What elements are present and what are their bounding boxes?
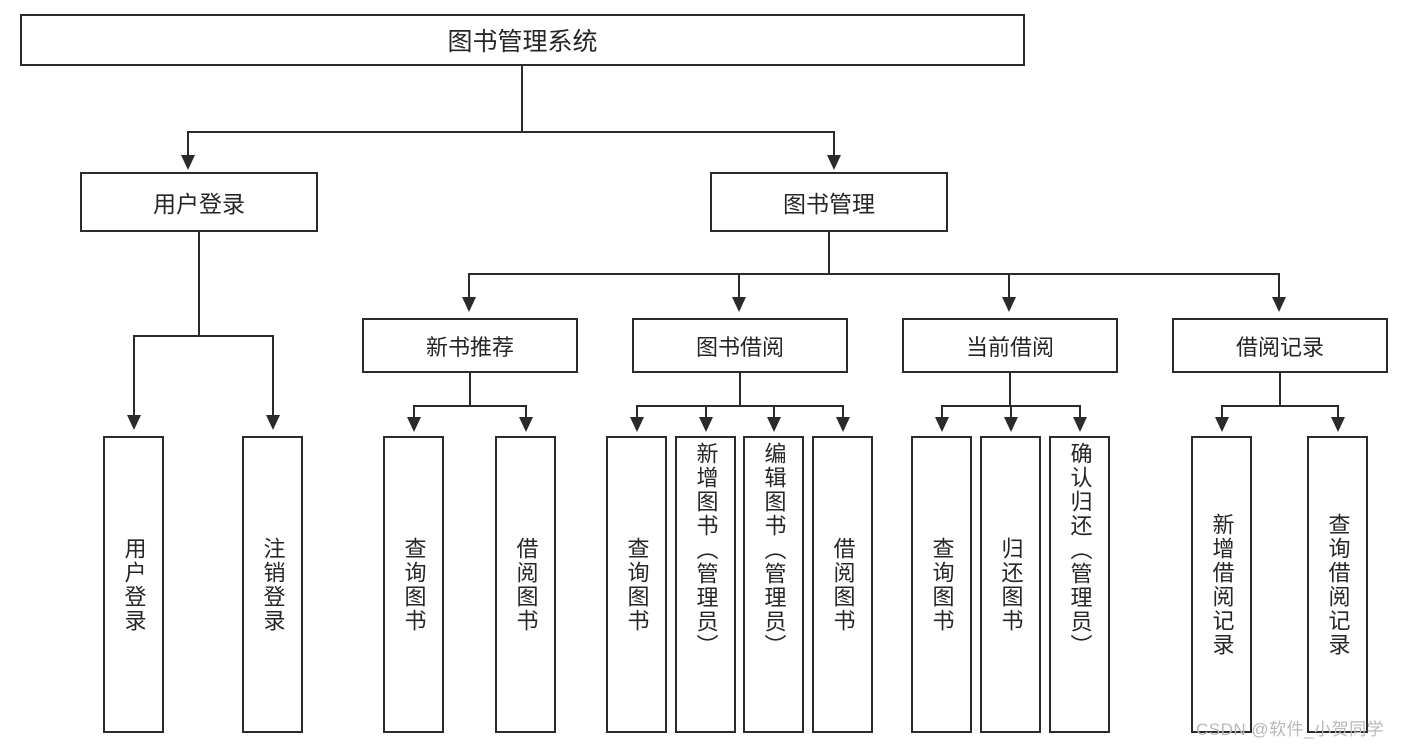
leaf-query-book-borrow[interactable]: 查询图书 <box>606 436 667 733</box>
connector-bookmgmt-stem <box>828 232 830 274</box>
leaf-label: 查询借阅记录 <box>1325 512 1351 657</box>
leaf-query-borrow-record[interactable]: 查询借阅记录 <box>1307 436 1368 733</box>
leaf-add-book-admin[interactable]: 新增图书（管理员） <box>675 436 736 733</box>
connector-borrowrecord-to-leaf1 <box>1221 405 1223 419</box>
arrowhead-bookborrow-leaf4 <box>836 417 850 432</box>
leaf-edit-book-admin[interactable]: 编辑图书（管理员） <box>743 436 804 733</box>
node-label: 借阅记录 <box>1235 334 1324 360</box>
connector-userlogin-to-leaf1 <box>133 335 135 417</box>
connector-newbook-bus <box>413 405 526 407</box>
connector-newbook-to-leaf2 <box>525 405 527 419</box>
leaf-add-borrow-record[interactable]: 新增借阅记录 <box>1191 436 1252 733</box>
node-label: 新书推荐 <box>425 334 514 360</box>
connector-newbook-to-leaf1 <box>413 405 415 419</box>
leaf-label: 编辑图书（管理员） <box>761 442 787 658</box>
node-label: 图书管理系统 <box>447 28 598 56</box>
leaf-label: 注销登录 <box>260 536 286 633</box>
arrowhead-bookmgmt-record <box>1272 297 1286 312</box>
node-user-login[interactable]: 用户登录 <box>80 172 318 232</box>
node-label: 当前借阅 <box>965 334 1054 360</box>
arrowhead-userlogin-leaf2 <box>266 415 280 430</box>
connector-root-to-bookmgmt <box>833 131 835 157</box>
node-root-system[interactable]: 图书管理系统 <box>20 14 1025 66</box>
leaf-label: 查询图书 <box>929 536 955 633</box>
connector-userlogin-stem <box>198 232 200 336</box>
connector-bookborrow-stem <box>739 373 741 406</box>
leaf-label: 查询图书 <box>401 536 427 633</box>
connector-bookborrow-to-leaf1 <box>636 405 638 419</box>
connector-bookborrow-bus <box>636 405 844 407</box>
arrowhead-currentborrow-leaf1 <box>935 417 949 432</box>
arrowhead-currentborrow-leaf3 <box>1073 417 1087 432</box>
csdn-watermark: CSDN @软件_小贺同学 <box>1196 720 1385 739</box>
connector-currentborrow-to-leaf1 <box>941 405 943 419</box>
connector-root-stem <box>521 66 523 132</box>
node-label: 图书借阅 <box>695 334 784 360</box>
connector-currentborrow-to-leaf3 <box>1079 405 1081 419</box>
node-book-borrow[interactable]: 图书借阅 <box>632 318 848 373</box>
arrowhead-bookmgmt-current <box>1002 297 1016 312</box>
node-current-borrow[interactable]: 当前借阅 <box>902 318 1118 373</box>
connector-bookmgmt-to-newbook <box>468 273 470 299</box>
leaf-label: 确认归还（管理员） <box>1067 442 1093 658</box>
arrowhead-currentborrow-leaf2 <box>1004 417 1018 432</box>
connector-bookmgmt-to-borrow <box>738 273 740 299</box>
leaf-confirm-return-admin[interactable]: 确认归还（管理员） <box>1049 436 1110 733</box>
connector-bookborrow-to-leaf4 <box>842 405 844 419</box>
arrowhead-bookborrow-leaf1 <box>630 417 644 432</box>
connector-bookmgmt-bus <box>468 273 1279 275</box>
connector-borrowrecord-stem <box>1279 373 1281 406</box>
connector-bookmgmt-to-record <box>1278 273 1280 299</box>
leaf-user-login[interactable]: 用户登录 <box>103 436 164 733</box>
arrowhead-bookborrow-leaf3 <box>767 417 781 432</box>
arrowhead-userlogin-leaf1 <box>127 415 141 430</box>
arrowhead-root-to-bookmgmt <box>827 155 841 170</box>
node-new-book-recommend[interactable]: 新书推荐 <box>362 318 578 373</box>
node-borrow-record[interactable]: 借阅记录 <box>1172 318 1388 373</box>
leaf-borrow-book[interactable]: 借阅图书 <box>812 436 873 733</box>
leaf-label: 用户登录 <box>121 536 147 633</box>
leaf-logout-login[interactable]: 注销登录 <box>242 436 303 733</box>
connector-root-bus <box>187 131 835 133</box>
arrowhead-bookmgmt-newbook <box>462 297 476 312</box>
arrowhead-newbook-leaf1 <box>407 417 421 432</box>
connector-borrowrecord-to-leaf2 <box>1337 405 1339 419</box>
leaf-label: 新增图书（管理员） <box>693 442 719 658</box>
leaf-label: 查询图书 <box>624 536 650 633</box>
leaf-query-book-current[interactable]: 查询图书 <box>911 436 972 733</box>
arrowhead-newbook-leaf2 <box>519 417 533 432</box>
node-book-management[interactable]: 图书管理 <box>710 172 948 232</box>
connector-bookmgmt-to-current <box>1008 273 1010 299</box>
leaf-label: 归还图书 <box>998 536 1024 633</box>
arrowhead-bookmgmt-borrow <box>732 297 746 312</box>
leaf-query-book-recommend[interactable]: 查询图书 <box>383 436 444 733</box>
leaf-label: 借阅图书 <box>513 536 539 633</box>
node-label: 图书管理 <box>783 191 875 217</box>
arrowhead-borrowrecord-leaf1 <box>1215 417 1229 432</box>
connector-userlogin-bus <box>133 335 273 337</box>
connector-userlogin-to-leaf2 <box>272 335 274 417</box>
connector-currentborrow-to-leaf2 <box>1010 405 1012 419</box>
connector-borrowrecord-bus <box>1221 405 1338 407</box>
connector-bookborrow-to-leaf2 <box>705 405 707 419</box>
connector-bookborrow-to-leaf3 <box>773 405 775 419</box>
arrowhead-root-to-userlogin <box>181 155 195 170</box>
leaf-borrow-book-recommend[interactable]: 借阅图书 <box>495 436 556 733</box>
connector-newbook-stem <box>469 373 471 406</box>
connector-root-to-userlogin <box>187 131 189 157</box>
leaf-label: 新增借阅记录 <box>1209 512 1235 657</box>
arrowhead-bookborrow-leaf2 <box>699 417 713 432</box>
node-label: 用户登录 <box>153 191 245 217</box>
leaf-label: 借阅图书 <box>830 536 856 633</box>
connector-currentborrow-stem <box>1009 373 1011 406</box>
arrowhead-borrowrecord-leaf2 <box>1331 417 1345 432</box>
leaf-return-book[interactable]: 归还图书 <box>980 436 1041 733</box>
